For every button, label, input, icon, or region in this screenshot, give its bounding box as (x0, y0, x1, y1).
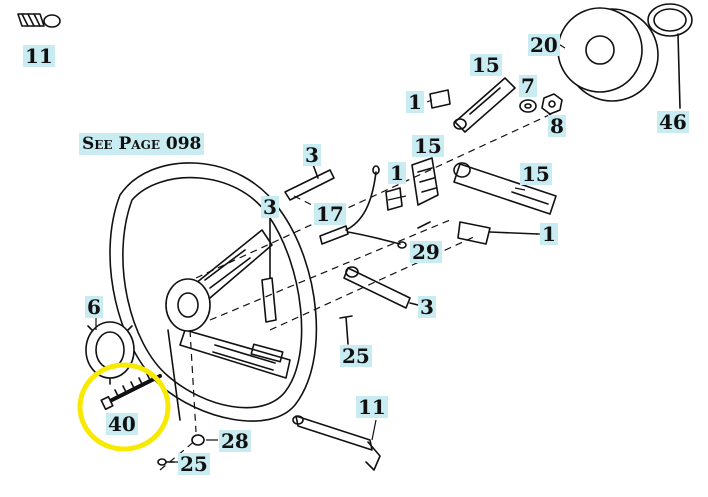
callout-15-right: 15 (520, 162, 552, 186)
callout-1-right: 1 (540, 222, 558, 246)
part-28-nut (191, 434, 205, 446)
part-29-screw (417, 221, 431, 229)
part-25-screw-middle (339, 315, 353, 345)
callout-15-middle: 15 (412, 134, 444, 158)
callout-7: 7 (519, 74, 537, 98)
callout-25-middle: 25 (340, 344, 372, 368)
part-17-wire-harness (319, 165, 407, 249)
callout-17: 17 (314, 202, 346, 226)
callout-6: 6 (85, 295, 103, 319)
callout-20: 20 (528, 33, 560, 57)
part-15-insert-middle (411, 157, 439, 206)
part-3-bracket-middle (261, 217, 277, 323)
part-1-clip-right (457, 221, 539, 245)
callout-29: 29 (410, 240, 442, 264)
part-20-horn-pad (557, 7, 659, 102)
part-3-bracket-top (284, 161, 335, 201)
assembly-lines (159, 109, 561, 471)
part-15-insert-top (453, 77, 516, 133)
part-40-bolt (100, 373, 162, 411)
part-3-bracket-lower (343, 266, 419, 309)
callout-15-top: 15 (470, 53, 502, 77)
callout-46: 46 (657, 110, 689, 134)
part-46-emblem (647, 3, 693, 109)
see-page-reference: See Page 098 (79, 133, 205, 155)
callout-40: 40 (106, 412, 138, 436)
part-15-insert-right (453, 162, 557, 215)
callout-11-top: 11 (23, 44, 55, 68)
callout-3-lower: 3 (418, 295, 436, 319)
part-11-pin (17, 13, 61, 28)
callout-1-top: 1 (406, 90, 424, 114)
part-7-nut (519, 99, 537, 113)
highlight-circle (77, 362, 171, 452)
part-1-clip-top (429, 89, 451, 109)
callout-1-middle: 1 (388, 161, 406, 185)
callout-28: 28 (219, 429, 251, 453)
callout-3-top: 3 (303, 143, 321, 167)
callout-25-bottom: 25 (178, 452, 210, 476)
callout-8: 8 (548, 114, 566, 138)
callout-3-middle: 3 (261, 195, 279, 219)
callout-11-bottom: 11 (356, 395, 388, 419)
part-11-lever (292, 415, 381, 471)
